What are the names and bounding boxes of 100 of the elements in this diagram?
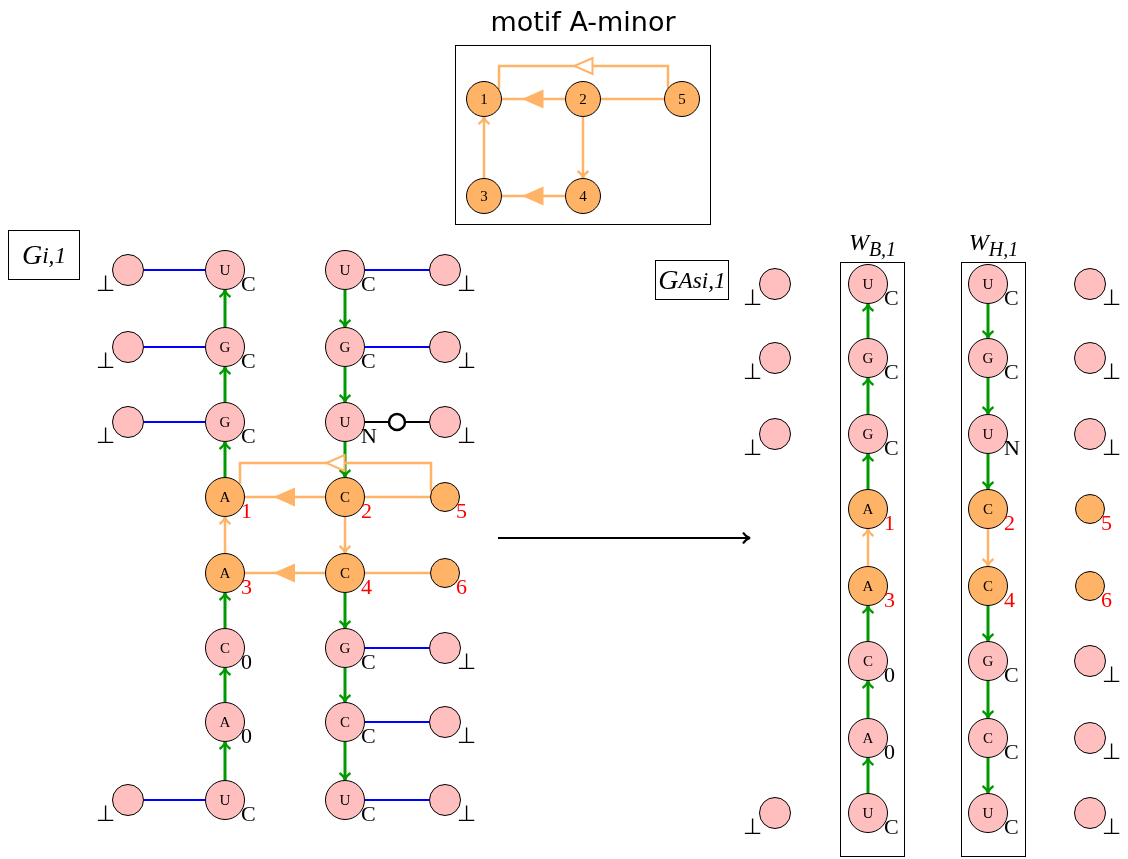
- side-label: C: [241, 273, 256, 295]
- index-number: 4: [361, 576, 372, 598]
- side-label: C: [1004, 287, 1019, 309]
- side-label: ⊥: [743, 437, 762, 459]
- side-label: N: [1004, 437, 1020, 459]
- side-label: C: [884, 816, 899, 838]
- group-heading: W$_{B,1}$: [847, 229, 898, 261]
- side-label: ⊥: [1102, 437, 1121, 459]
- nucleotide-letter: C: [863, 653, 873, 669]
- side-label: 0: [884, 664, 895, 686]
- group-heading: W$_{H,1}$: [967, 229, 1020, 261]
- side-label: C: [241, 803, 256, 825]
- side-label: C: [241, 350, 256, 372]
- nucleotide-letter: C: [220, 640, 230, 656]
- side-label: ⊥: [743, 361, 762, 383]
- nucleotide-letter: G: [862, 426, 874, 442]
- side-label: ⊥: [96, 803, 115, 825]
- index-number: 5: [456, 500, 467, 522]
- nucleotide-letter: G: [982, 653, 994, 669]
- nucleotide-letter: C: [983, 578, 993, 594]
- nucleotide-letter: C: [983, 501, 993, 517]
- side-label: C: [1004, 816, 1019, 838]
- nucleotide-letter: U: [339, 414, 351, 430]
- index-number: 4: [1004, 589, 1015, 611]
- motif-node: [565, 81, 601, 117]
- side-label: ⊥: [457, 651, 476, 673]
- nucleotide-letter: A: [862, 501, 874, 517]
- side-label: C: [361, 725, 376, 747]
- side-label: 0: [884, 741, 895, 763]
- nucleotide-letter: U: [339, 792, 351, 808]
- group-heading: motif A-minor: [489, 6, 677, 37]
- side-label: C: [241, 425, 256, 447]
- index-number: 3: [884, 589, 895, 611]
- nucleotide-letter: U: [982, 276, 994, 292]
- motif-node: [466, 81, 502, 117]
- nucleotide-letter: A: [219, 489, 231, 505]
- side-label: C: [361, 273, 376, 295]
- nucleotide-letter: G: [219, 414, 231, 430]
- side-label: C: [361, 803, 376, 825]
- index-number: 2: [361, 500, 372, 522]
- index-number: 6: [456, 576, 467, 598]
- node-number: 1: [480, 91, 488, 107]
- side-label: ⊥: [457, 425, 476, 447]
- side-label: ⊥: [457, 350, 476, 372]
- side-label: ⊥: [1102, 816, 1121, 838]
- node-number: 3: [480, 188, 488, 204]
- side-label: C: [884, 287, 899, 309]
- nucleotide-letter: G: [982, 350, 994, 366]
- side-label: C: [1004, 664, 1019, 686]
- nucleotide-letter: U: [982, 426, 994, 442]
- nucleotide-letter: A: [862, 578, 874, 594]
- nucleotide-letter: U: [219, 792, 231, 808]
- nucleotide-letter: G: [862, 350, 874, 366]
- motif-node: [565, 178, 601, 214]
- side-label: C: [884, 437, 899, 459]
- index-number: 1: [884, 512, 895, 534]
- nucleotide-letter: A: [862, 730, 874, 746]
- index-number: 2: [1004, 512, 1015, 534]
- side-label: N: [361, 425, 377, 447]
- side-label: ⊥: [743, 816, 762, 838]
- nucleotide-letter: A: [219, 565, 231, 581]
- nucleotide-letter: C: [983, 730, 993, 746]
- nucleotide-letter: G: [339, 640, 351, 656]
- side-label: ⊥: [457, 725, 476, 747]
- side-label: C: [361, 350, 376, 372]
- node-number: 4: [579, 188, 587, 204]
- side-label: ⊥: [96, 350, 115, 372]
- side-label: C: [1004, 741, 1019, 763]
- side-label: ⊥: [1102, 741, 1121, 763]
- side-label: ⊥: [1102, 664, 1121, 686]
- motif-node: [466, 178, 502, 214]
- side-label: C: [361, 651, 376, 673]
- nucleotide-letter: A: [219, 714, 231, 730]
- nucleotide-letter: C: [340, 489, 350, 505]
- node-number: 5: [678, 91, 686, 107]
- index-number: 3: [241, 576, 252, 598]
- nucleotide-letter: U: [219, 262, 231, 278]
- side-label: 0: [241, 651, 252, 673]
- side-label: ⊥: [1102, 287, 1121, 309]
- nucleotide-letter: C: [340, 565, 350, 581]
- side-label: ⊥: [96, 273, 115, 295]
- side-label: ⊥: [1102, 361, 1121, 383]
- nucleotide-letter: U: [982, 805, 994, 821]
- side-label: C: [884, 361, 899, 383]
- index-number: 5: [1101, 512, 1112, 534]
- nucleotide-letter: C: [340, 714, 350, 730]
- side-label: ⊥: [743, 287, 762, 309]
- side-label: 0: [241, 725, 252, 747]
- nucleotide-letter: G: [219, 339, 231, 355]
- side-label: ⊥: [457, 803, 476, 825]
- nucleotide-letter: U: [862, 276, 874, 292]
- node-number: 2: [579, 91, 587, 107]
- index-number: 6: [1101, 589, 1112, 611]
- index-number: 1: [241, 500, 252, 522]
- side-label: ⊥: [457, 273, 476, 295]
- motif-node: [664, 81, 700, 117]
- side-label: C: [1004, 361, 1019, 383]
- nucleotide-letter: G: [339, 339, 351, 355]
- nucleotide-letter: U: [339, 262, 351, 278]
- side-label: ⊥: [96, 425, 115, 447]
